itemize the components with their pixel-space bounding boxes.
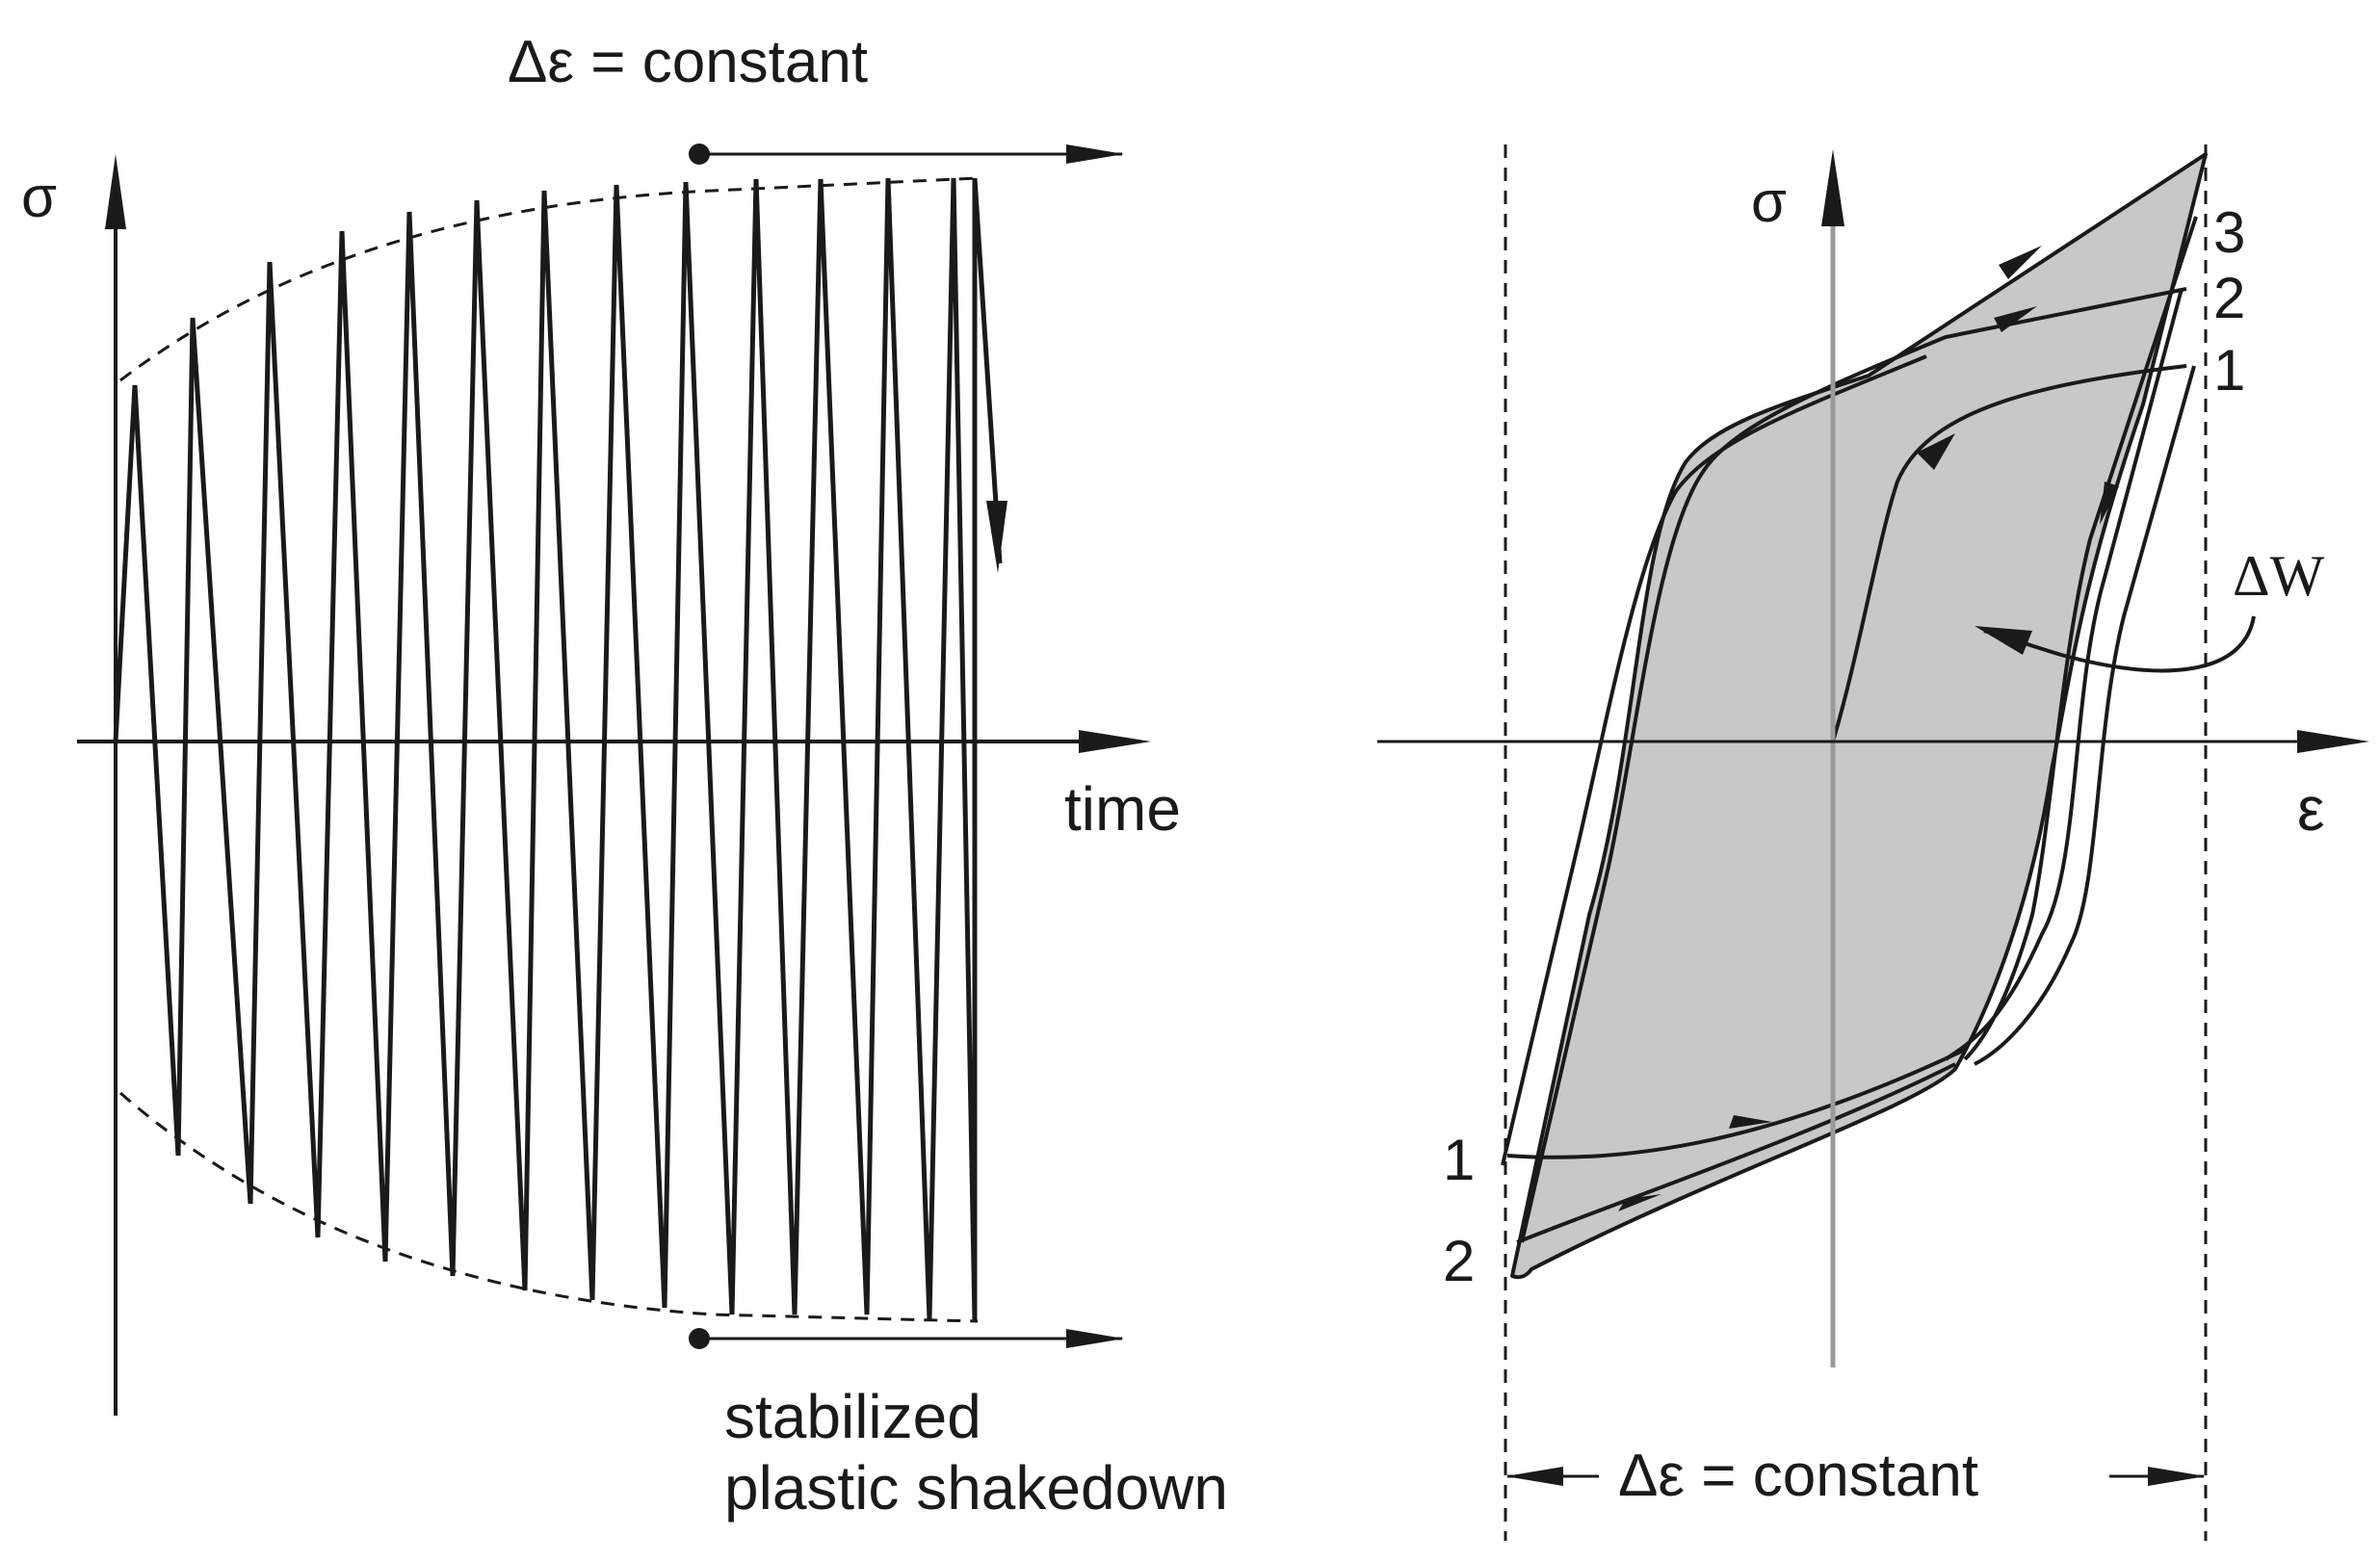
loop-left-branch-1 <box>1501 354 1927 1166</box>
caption-stabilized: stabilized <box>724 1382 981 1451</box>
loop-left-branch-2 <box>1520 287 2187 1243</box>
left-delta-eps-label: Δε = constant <box>508 29 868 95</box>
initial-loading-curve <box>1831 364 2187 742</box>
delta-w-pointer-arrowhead <box>1975 626 2032 655</box>
epsilon-label: ε <box>2297 774 2325 844</box>
lower-envelope <box>119 1091 979 1323</box>
right-sigma-arrowhead <box>1821 149 1844 226</box>
loop-right-branch-1 <box>1974 365 2196 1066</box>
cycle-label-top-1: 1 <box>2213 338 2245 403</box>
caption-plastic-shakedown: plastic shakedown <box>724 1453 1228 1523</box>
time-label: time <box>1064 774 1181 844</box>
cycle-label-bottom-2: 2 <box>1443 1229 1475 1293</box>
left-sigma-label: σ <box>21 165 57 229</box>
left-sigma-arrowhead <box>105 154 126 229</box>
upper-envelope <box>119 176 979 382</box>
bottom-arrow-2 <box>1618 1194 1661 1211</box>
left-panel: Δε = constant σ time stabilized plastic … <box>21 29 1228 1523</box>
right-eps-arrowhead <box>2297 730 2369 753</box>
bottom-arrow-1 <box>1729 1115 1772 1129</box>
final-unload-arrowhead <box>986 501 1007 573</box>
hysteresis-loop-fill <box>1510 152 2208 1280</box>
cycle-label-top-3: 3 <box>2213 200 2245 265</box>
top-arrow-2 <box>1994 306 2037 332</box>
cycle-label-top-2: 2 <box>2213 266 2245 330</box>
right-panel: σ ε ΔW 3 2 1 1 2 Δε = constant <box>1377 144 2369 1541</box>
loop-right-branch-3 <box>1963 216 2198 1061</box>
delta-w-label: ΔW <box>2233 544 2325 608</box>
right-sigma-label: σ <box>1751 169 1787 234</box>
stress-history <box>113 177 1003 1322</box>
left-time-arrowhead <box>1079 730 1151 753</box>
down-arrow-right <box>2100 482 2119 525</box>
reload-curve-1 <box>1506 1048 1966 1159</box>
reload-curve-2 <box>1516 1062 1956 1244</box>
initial-loading-arrowhead <box>1917 433 1955 470</box>
right-delta-eps-label: Δε = constant <box>1618 1443 1978 1509</box>
top-arrow-3 <box>1999 246 2042 279</box>
cycle-label-bottom-1: 1 <box>1443 1128 1475 1192</box>
